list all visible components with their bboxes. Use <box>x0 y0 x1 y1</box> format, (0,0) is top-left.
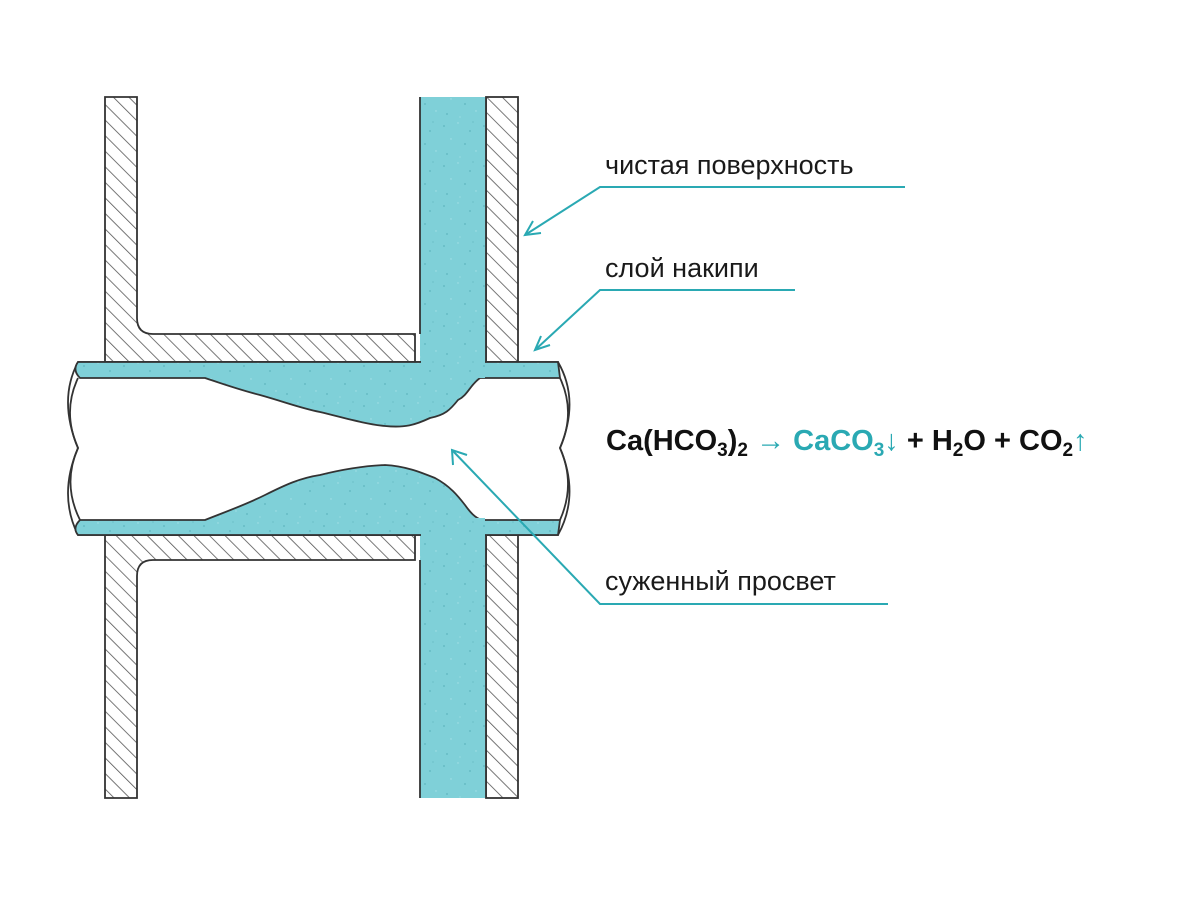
down-arrow-icon: ↓ <box>884 425 899 457</box>
pipe-end-left <box>69 377 81 521</box>
scale-deposit-top <box>74 361 562 428</box>
formula-reactant-close: ) <box>727 425 738 457</box>
leader-scale-layer <box>533 289 795 352</box>
scale-junctions <box>421 330 485 562</box>
formula-reactant-sub2: 2 <box>737 440 748 461</box>
label-clean-surface: чистая поверхность <box>605 150 854 180</box>
leader-clean-surface <box>523 186 905 237</box>
label-scale-layer: слой накипи <box>605 253 759 283</box>
formula-water-h: H <box>931 425 953 457</box>
leader-narrowed-lumen <box>450 448 888 605</box>
formula-arrow: → <box>756 425 786 457</box>
right-wall-top <box>485 96 519 363</box>
right-wall-bottom <box>485 534 519 799</box>
formula-water-o: O <box>963 425 986 457</box>
formula-co2-sub: 2 <box>1062 440 1074 461</box>
formula-plus-1: + <box>898 425 932 457</box>
scale-deposit-bottom <box>74 464 562 536</box>
formula-co2: CO <box>1019 425 1063 457</box>
formula-precipitate-sub: 3 <box>873 440 885 461</box>
label-narrowed-lumen: суженный просвет <box>605 566 836 596</box>
up-arrow-icon: ↑ <box>1073 425 1088 457</box>
formula-precipitate: CaCO <box>793 425 874 457</box>
formula-reactant-sub1: 3 <box>717 440 728 461</box>
left-wall-bottom <box>104 534 416 799</box>
formula-plus-2: + <box>985 425 1019 457</box>
left-wall-top <box>104 96 416 363</box>
scale-layer-vertical <box>419 97 487 798</box>
formula-water-sub: 2 <box>952 440 964 461</box>
chemical-equation: Ca(HCO3)2 → CaCO3↓ + H2O + CO2↑ <box>606 425 1088 461</box>
formula-reactant: Ca(HCO <box>606 425 718 457</box>
pipe-end-right <box>559 377 569 521</box>
